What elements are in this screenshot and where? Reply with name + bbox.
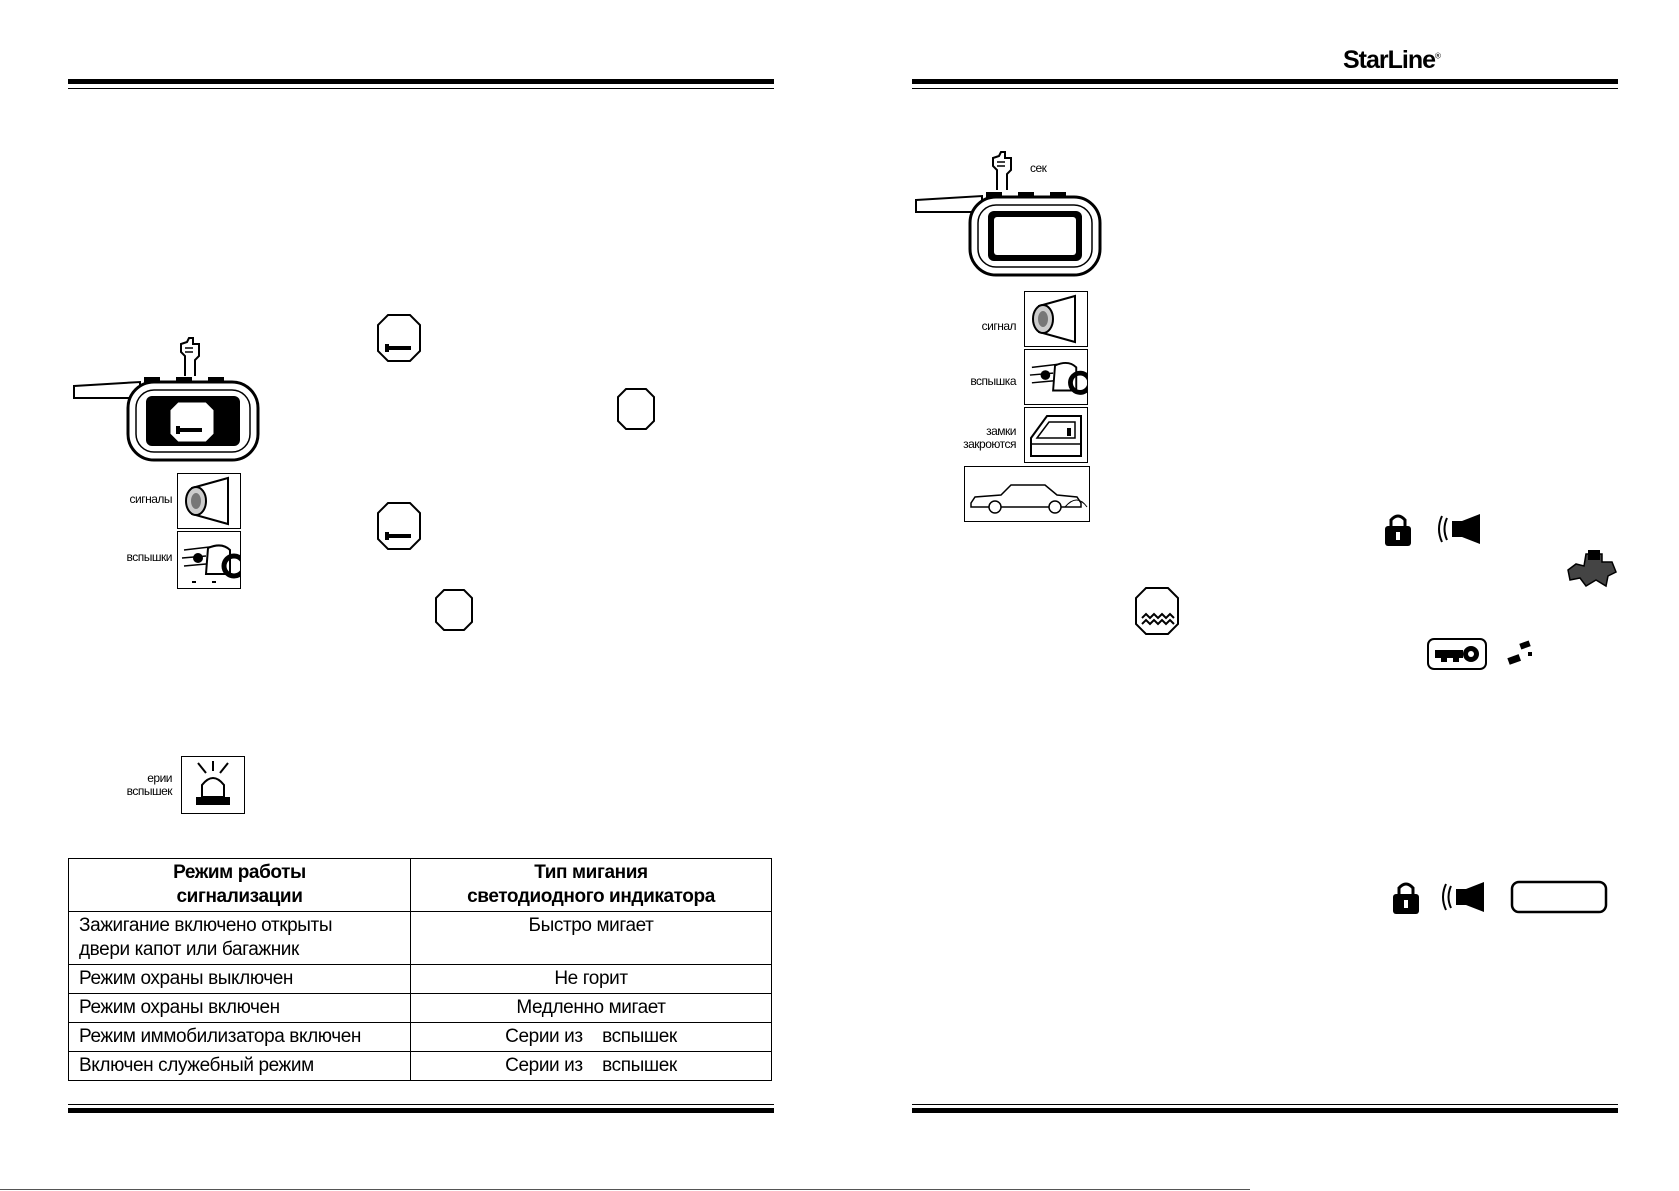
horn-icon	[1024, 291, 1088, 347]
flash-lights-icon	[177, 531, 241, 589]
table-header-mode: Режим работы сигнализации	[68, 858, 411, 912]
table-row: Режим охраны выключен Не горит	[68, 964, 772, 994]
left-footer-rule-thin	[68, 1104, 774, 1105]
left-header-rule	[68, 79, 774, 84]
brand-name: StarLine	[1343, 46, 1436, 74]
bottom-edge-line	[0, 1189, 1250, 1190]
table-row: Включен служебный режим Серии из вспышек	[68, 1051, 772, 1081]
right-header-rule-thin	[912, 88, 1618, 89]
signals-label: сигналы	[129, 492, 172, 506]
table-cell-blink: Быстро мигает	[410, 911, 772, 965]
siren-icon	[1440, 880, 1488, 914]
table-cell-blink: Медленно мигает	[410, 993, 772, 1023]
lock-icon	[1391, 880, 1421, 914]
signal-label: сигнал	[981, 319, 1017, 333]
locks-label: замки закроются	[963, 424, 1016, 451]
horn-icon	[177, 473, 241, 529]
starline-logo: StarLine®	[1343, 46, 1441, 75]
remote-fob-icon	[70, 376, 260, 462]
lock-icon	[1383, 512, 1413, 546]
beacon-icon	[181, 756, 245, 814]
left-footer-rule	[68, 1108, 774, 1113]
table-row: Режим охраны включен Медленно мигает	[68, 993, 772, 1023]
seconds-label: сек	[1030, 161, 1047, 175]
wrench-icon	[376, 501, 422, 551]
door-icon	[1024, 407, 1088, 463]
engine-icon	[1566, 548, 1618, 588]
table-cell-mode: Режим охраны выключен	[68, 964, 411, 994]
table-cell-mode: Включен служебный режим	[68, 1051, 411, 1081]
left-header-rule-thin	[68, 88, 774, 89]
table-cell-blink: Не горит	[410, 964, 772, 994]
siren-icon	[1436, 512, 1484, 546]
table-cell-blink: Серии из вспышек	[410, 1051, 772, 1081]
car-icon	[964, 466, 1090, 522]
table-cell-mode: Режим иммобилизатора включен	[68, 1022, 411, 1052]
brand-mark: ®	[1435, 51, 1441, 61]
remote-fob-icon	[912, 192, 1104, 278]
right-header-rule	[912, 79, 1618, 84]
table-row: Режим иммобилизатора включен Серии из вс…	[68, 1022, 772, 1052]
table-header-blink-type: Тип мигания светодиодного индикатора	[410, 858, 772, 912]
hand-press-icon	[989, 150, 1015, 190]
table-row: Зажигание включено открыты двери капот и…	[68, 911, 772, 965]
flashes-label: вспышки	[126, 550, 173, 564]
right-footer-rule-thin	[912, 1104, 1618, 1105]
hand-press-icon	[177, 336, 203, 376]
table-header-row: Режим работы сигнализации Тип мигания св…	[68, 858, 772, 912]
table-cell-mode: Режим охраны включен	[68, 993, 411, 1023]
right-footer-rule	[912, 1108, 1618, 1113]
blank-octagon-icon	[616, 387, 656, 431]
table-cell-blink: Серии из вспышек	[410, 1022, 772, 1052]
wave-icon	[1134, 586, 1180, 636]
wrench-icon	[376, 313, 422, 363]
flash-label: вспышка	[970, 374, 1016, 388]
table-cell-mode: Зажигание включено открыты двери капот и…	[68, 911, 411, 965]
indicator-mode-table: Режим работы сигнализации Тип мигания св…	[68, 858, 772, 1081]
series-flashes-label: ерии вспышек	[126, 771, 173, 798]
flash-lights-icon	[1024, 349, 1088, 405]
exhaust-icon	[1506, 638, 1538, 668]
rect-frame-icon	[1510, 880, 1608, 914]
blank-octagon-icon	[434, 588, 474, 632]
key-icon	[1427, 638, 1487, 670]
